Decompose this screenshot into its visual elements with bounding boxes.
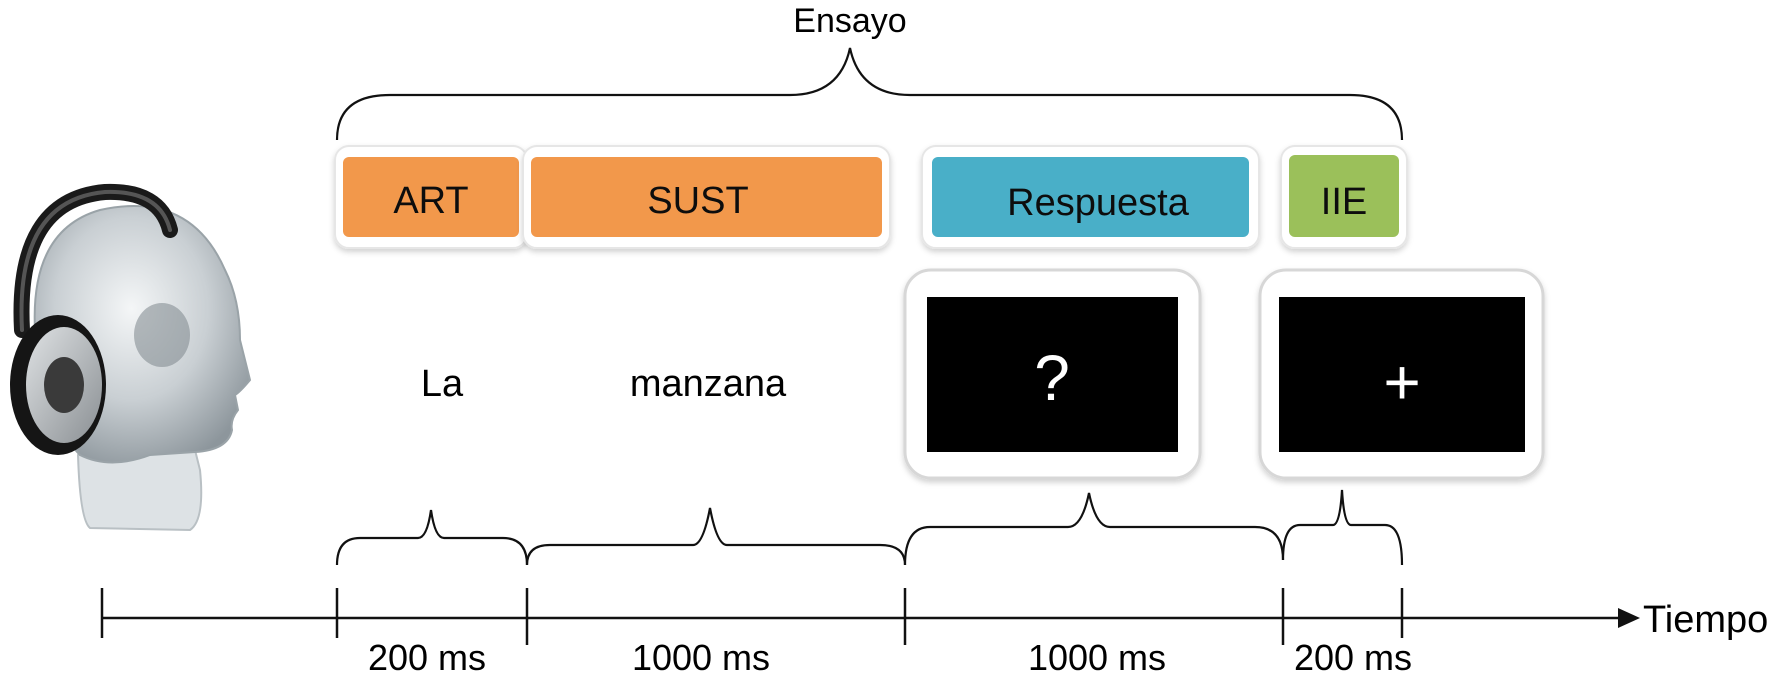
- interval-brace-respuesta: [903, 492, 1285, 566]
- segment-fill-respuesta: [932, 157, 1249, 237]
- stimulus-word-article: La: [421, 363, 464, 405]
- segment-box-iie: IIE: [1280, 145, 1408, 249]
- segment-fill-iie: [1289, 155, 1399, 237]
- duration-iie: 200 ms: [1294, 637, 1412, 678]
- segment-fill-sust: [531, 157, 882, 237]
- trial-title: Ensayo: [793, 2, 906, 40]
- segment-box-sust: SUST: [522, 145, 891, 249]
- segment-fill-art: [343, 157, 519, 237]
- fixation-screen: +: [1258, 268, 1545, 480]
- duration-respuesta: 1000 ms: [1028, 637, 1166, 678]
- segment-label-iie: IIE: [1321, 181, 1367, 223]
- segment-box-respuesta: Respuesta: [921, 145, 1260, 249]
- interval-brace-art: [335, 509, 529, 566]
- fixation-cross-symbol: +: [1383, 346, 1420, 418]
- segment-label-sust: SUST: [647, 180, 748, 222]
- duration-art: 200 ms: [368, 637, 486, 678]
- segment-box-art: ART: [334, 145, 528, 249]
- segment-label-respuesta: Respuesta: [1007, 182, 1190, 224]
- time-axis: Tiempo: [100, 588, 1768, 645]
- question-mark-symbol: ?: [1034, 342, 1070, 414]
- interval-brace-iie: [1281, 489, 1404, 566]
- axis-label: Tiempo: [1643, 599, 1768, 641]
- stimulus-word-noun: manzana: [630, 363, 787, 405]
- interval-brace-sust: [525, 507, 907, 566]
- segment-label-art: ART: [393, 180, 468, 222]
- duration-sust: 1000 ms: [632, 637, 770, 678]
- axis-arrow-icon: [1618, 608, 1640, 628]
- head-with-headphones-icon: [10, 183, 252, 532]
- trial-brace: [335, 47, 1404, 141]
- response-screen: ?: [903, 268, 1202, 480]
